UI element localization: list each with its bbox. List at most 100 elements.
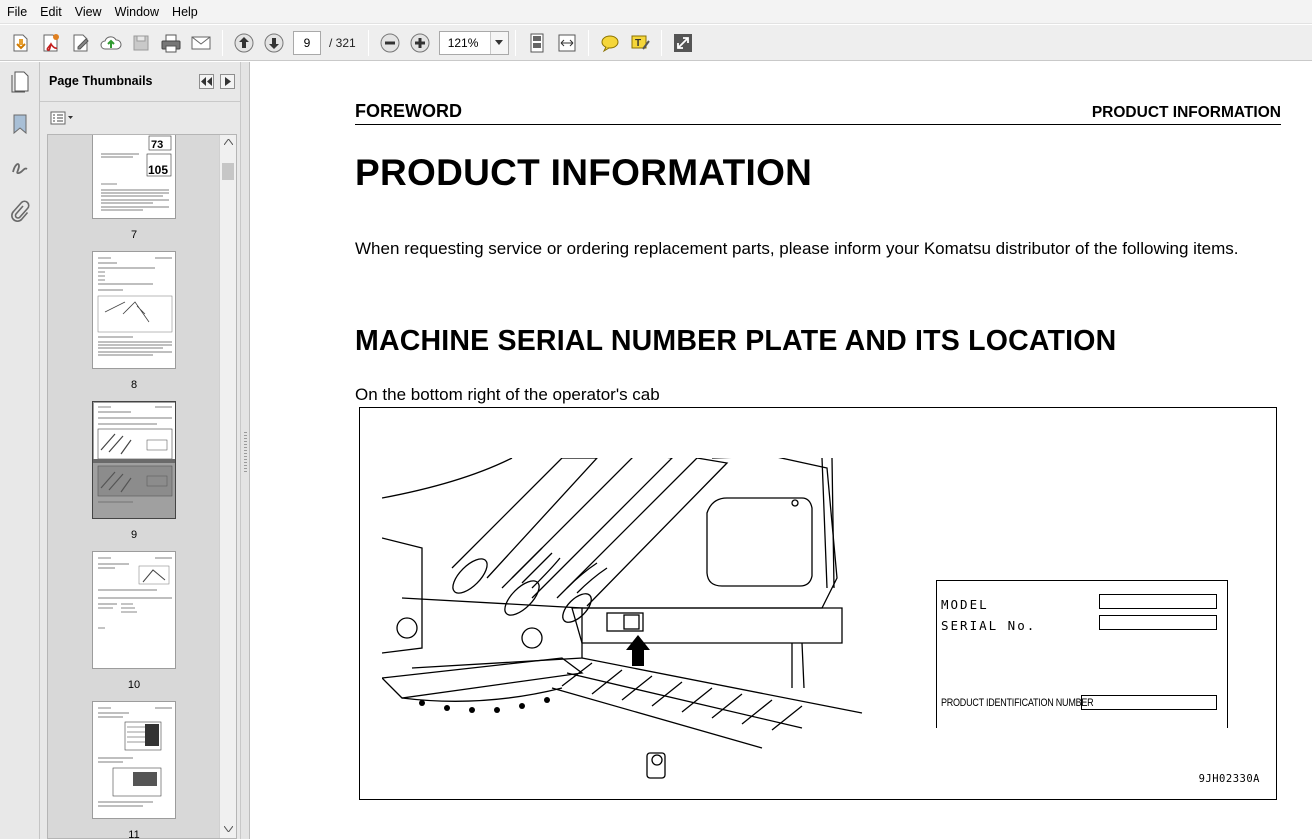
figure-code: 9JH02330A [1198, 773, 1260, 785]
comment-icon [601, 35, 619, 52]
print-icon [161, 34, 181, 52]
svg-text:T: T [635, 38, 641, 49]
zoom-select[interactable]: 121% [438, 30, 509, 55]
menu-view[interactable]: View [74, 4, 102, 19]
thumbnail-options-button[interactable] [50, 109, 76, 127]
bookmark-icon [13, 114, 27, 135]
serial-field [1099, 615, 1217, 630]
email-button[interactable] [186, 28, 216, 58]
thumbnail-page-7[interactable]: 73 105 [92, 135, 176, 219]
menu-window[interactable]: Window [114, 4, 160, 19]
print-button[interactable] [156, 28, 186, 58]
thumbnail-label: 9 [130, 529, 138, 541]
minus-circle-icon [380, 33, 400, 52]
cloud-upload-icon [100, 35, 122, 49]
chevron-down-icon[interactable] [489, 31, 508, 54]
thumbnail-label: 10 [127, 679, 141, 691]
thumbnail-badge-bottom: 105 [148, 163, 168, 177]
thumbnail-label: 7 [130, 229, 138, 241]
intro-paragraph: When requesting service or ordering repl… [355, 239, 1239, 258]
signature-icon [12, 163, 28, 175]
menu-edit[interactable]: Edit [40, 4, 62, 19]
thumbnail-badge-top: 73 [151, 139, 163, 151]
location-text: On the bottom right of the operator's ca… [355, 385, 660, 404]
paperclip-icon [11, 200, 30, 222]
open-button[interactable] [6, 28, 36, 58]
model-field [1099, 594, 1217, 609]
page-number-input[interactable]: 9 [293, 30, 321, 55]
thumbnail-list[interactable]: 73 105 7 [47, 134, 237, 839]
create-pdf-button[interactable] [36, 28, 66, 58]
thumbnail-page-9-selected[interactable] [92, 401, 176, 519]
running-header-right: PRODUCT INFORMATION [1091, 104, 1281, 121]
highlight-button[interactable]: T [625, 28, 655, 58]
save-icon [133, 35, 149, 50]
attachments-toggle[interactable] [6, 198, 34, 226]
upload-button[interactable] [96, 28, 126, 58]
fit-width-icon [558, 34, 576, 51]
toolbar-separator [367, 29, 369, 56]
edit-pdf-icon [73, 34, 89, 51]
comment-button[interactable] [595, 28, 625, 58]
open-icon [13, 34, 28, 51]
toolbar-separator [660, 29, 662, 56]
menu-file[interactable]: File [7, 4, 28, 19]
thumbnail-page-10[interactable] [92, 551, 176, 669]
thumbnail-scrollbar[interactable] [219, 135, 236, 838]
edit-pdf-button[interactable] [66, 28, 96, 58]
fit-page-icon [530, 33, 544, 52]
arrow-up-circle-icon [234, 33, 254, 52]
panel-header: Page Thumbnails [40, 62, 240, 102]
previous-page-button[interactable] [229, 28, 259, 58]
excavator-illustration [382, 458, 863, 779]
zoom-out-button[interactable] [375, 28, 405, 58]
toolbar-separator [587, 29, 589, 56]
arrow-down-circle-icon [264, 33, 284, 52]
header-rule [355, 124, 1281, 125]
panel-splitter[interactable] [240, 62, 250, 839]
toolbar-separator [222, 29, 223, 56]
splitter-grip[interactable] [244, 432, 247, 472]
expand-icon [673, 33, 692, 52]
create-pdf-icon [43, 33, 59, 51]
page-title: PRODUCT INFORMATION [355, 152, 813, 193]
plate-serial-label: SERIAL No. [941, 618, 1037, 633]
zoom-value: 121% [447, 35, 479, 50]
document-view[interactable]: FOREWORD PRODUCT INFORMATION PRODUCT INF… [250, 62, 1312, 839]
serial-number-plate: MODEL SERIAL No. PRODUCT IDENTIFICATION … [936, 580, 1228, 728]
scrollbar-thumb[interactable] [222, 163, 234, 180]
next-page-button[interactable] [259, 28, 289, 58]
fit-width-button[interactable] [552, 28, 582, 58]
bookmarks-toggle[interactable] [6, 110, 34, 138]
section-title: MACHINE SERIAL NUMBER PLATE AND ITS LOCA… [355, 325, 1117, 357]
running-header-left: FOREWORD [355, 101, 462, 121]
signatures-toggle[interactable] [6, 154, 34, 182]
zoom-in-button[interactable] [405, 28, 435, 58]
navigation-rail [0, 62, 40, 839]
save-button[interactable] [126, 28, 156, 58]
thumbnail-page-8[interactable] [92, 251, 176, 369]
options-menu-icon [50, 111, 73, 125]
scroll-down-icon[interactable] [224, 826, 233, 832]
collapse-panel-button[interactable] [199, 74, 214, 89]
double-chevron-left-icon [201, 77, 212, 86]
page-total-label: / 321 [329, 35, 356, 50]
main-toolbar: 9 / 321 121% T [0, 25, 1312, 61]
thumbnails-panel: Page Thumbnails 73 105 [40, 62, 240, 839]
plate-model-label: MODEL [941, 597, 989, 612]
menu-help[interactable]: Help [172, 4, 198, 19]
scroll-up-icon[interactable] [224, 139, 233, 145]
panel-title: Page Thumbnails [49, 74, 153, 88]
email-icon [191, 36, 211, 49]
chevron-right-icon [224, 77, 231, 86]
thumbnail-label: 11 [128, 829, 140, 839]
highlight-text-icon: T [631, 35, 650, 50]
pages-icon [11, 71, 29, 93]
expand-panel-button[interactable] [220, 74, 235, 89]
toolbar-separator [514, 29, 516, 56]
full-screen-button[interactable] [668, 28, 698, 58]
thumbnail-page-11[interactable] [92, 701, 176, 819]
fit-page-button[interactable] [522, 28, 552, 58]
page-thumbnails-toggle[interactable] [6, 68, 34, 96]
plate-pin-label: PRODUCT IDENTIFICATION NUMBER [941, 697, 1094, 709]
